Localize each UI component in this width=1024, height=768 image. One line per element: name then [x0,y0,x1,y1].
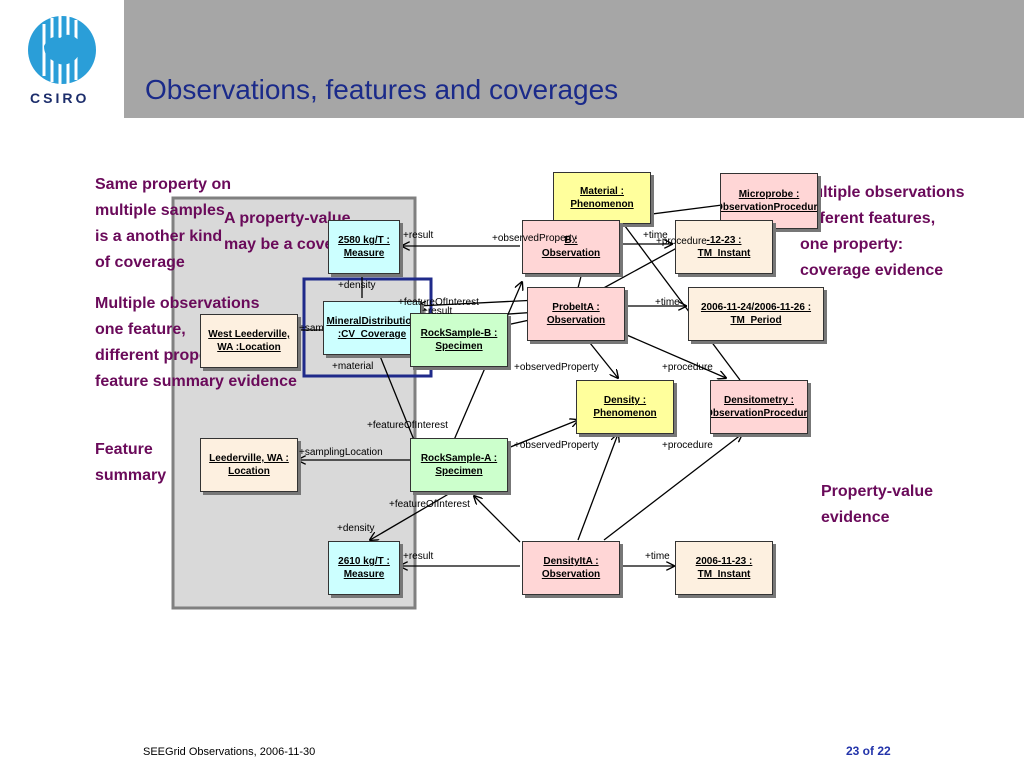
edge-densityita-foi [474,496,521,543]
edge-densityita-density [577,434,618,541]
label-feature-of-interest-1: +featureOfInterest [398,297,479,308]
note-feature-summary: Feature summary [95,441,167,484]
edge-material-density [379,355,415,441]
label-sam: +sam [299,323,324,334]
note-property-value-evidence: Property-value evidence [821,483,934,526]
node-tm-instant-1123[interactable]: 2006-11-23 : TM_Instant [675,541,773,595]
note-multi-obs-one-feature: Multiple observations one feature, diffe… [95,295,297,390]
node-tm-period[interactable]: 2006-11-24/2006-11-26 : TM_Period [688,287,824,341]
footer-text: SEEGrid Observations, 2006-11-30 [143,746,316,758]
node-density-phenomenon[interactable]: Density : Phenomenon [576,380,674,434]
label-observed-property-1: +observedProperty [492,233,577,244]
node-2580-measure[interactable]: 2580 kg/T : Measure [328,220,400,274]
node-rocksample-a[interactable]: RockSample-A : Specimen [410,438,508,492]
label-procedure-2: +procedure [662,362,713,373]
label-result-2: +result [422,306,453,317]
edge-densityita-procedure [603,434,742,541]
label-result-1: +result [403,230,434,241]
node-observation-b[interactable]: B : Observation [522,220,620,274]
note-multi-obs-diff-features: Multiple observations different features… [800,184,965,279]
edge-probe-densitometry [605,325,726,378]
node-probeita-observation[interactable]: ProbeItA : Observation [527,287,625,341]
node-tm-instant-1223[interactable]: -12-23 : TM_Instant [675,220,773,274]
node-microprobe-procedure[interactable]: Microprobe : ObservationProcedure [720,173,818,229]
edge-probe-foi [418,299,539,306]
label-material: +material [332,361,374,372]
label-time-2: +time [655,297,680,308]
label-sampling-location: +samplingLocation [299,447,383,458]
node-2610-measure[interactable]: 2610 kg/T : Measure [328,541,400,595]
note-same-property: Same property on multiple samples is a a… [95,176,232,271]
header-band [124,0,1024,118]
logo-text: CSIRO [30,90,90,106]
node-west-leederville[interactable]: West Leederville, WA :Location [200,314,298,368]
label-feature-of-interest-2: +featureOfInterest [367,420,448,431]
node-rocksample-b[interactable]: RockSample-B : Specimen [410,313,508,367]
label-observed-property-2: +observedProperty [514,362,599,373]
label-procedure-3: +procedure [662,440,713,451]
node-mineral-distribution[interactable]: MineralDistribution :CV_Coverage [323,301,421,355]
label-density-2: +density [337,523,375,534]
label-observed-property-3: +observedProperty [514,440,599,451]
page-number: 23 of 22 [846,744,891,758]
edge-material-chain [609,205,741,381]
label-procedure-1: +procedure [656,236,707,247]
label-time-3: +time [645,551,670,562]
page-title: Observations, features and coverages [145,74,619,105]
node-densitometry-procedure[interactable]: Densitometry : ObservationProcedure [710,380,808,434]
label-result-3: +result [403,551,434,562]
label-time-1: +time [643,230,668,241]
node-densityita-observation[interactable]: DensityItA : Observation [522,541,620,595]
node-leederville-location[interactable]: Leederville, WA : Location [200,438,298,492]
edge-a-observedprop [507,420,578,449]
label-density-1: +density [338,280,376,291]
edge-a-density [370,491,453,540]
csiro-logo-icon [28,16,96,84]
label-feature-of-interest-3: +featureOfInterest [389,499,470,510]
logo-area: CSIRO [0,0,124,118]
node-material-phenomenon[interactable]: Material : Phenomenon [553,172,651,224]
